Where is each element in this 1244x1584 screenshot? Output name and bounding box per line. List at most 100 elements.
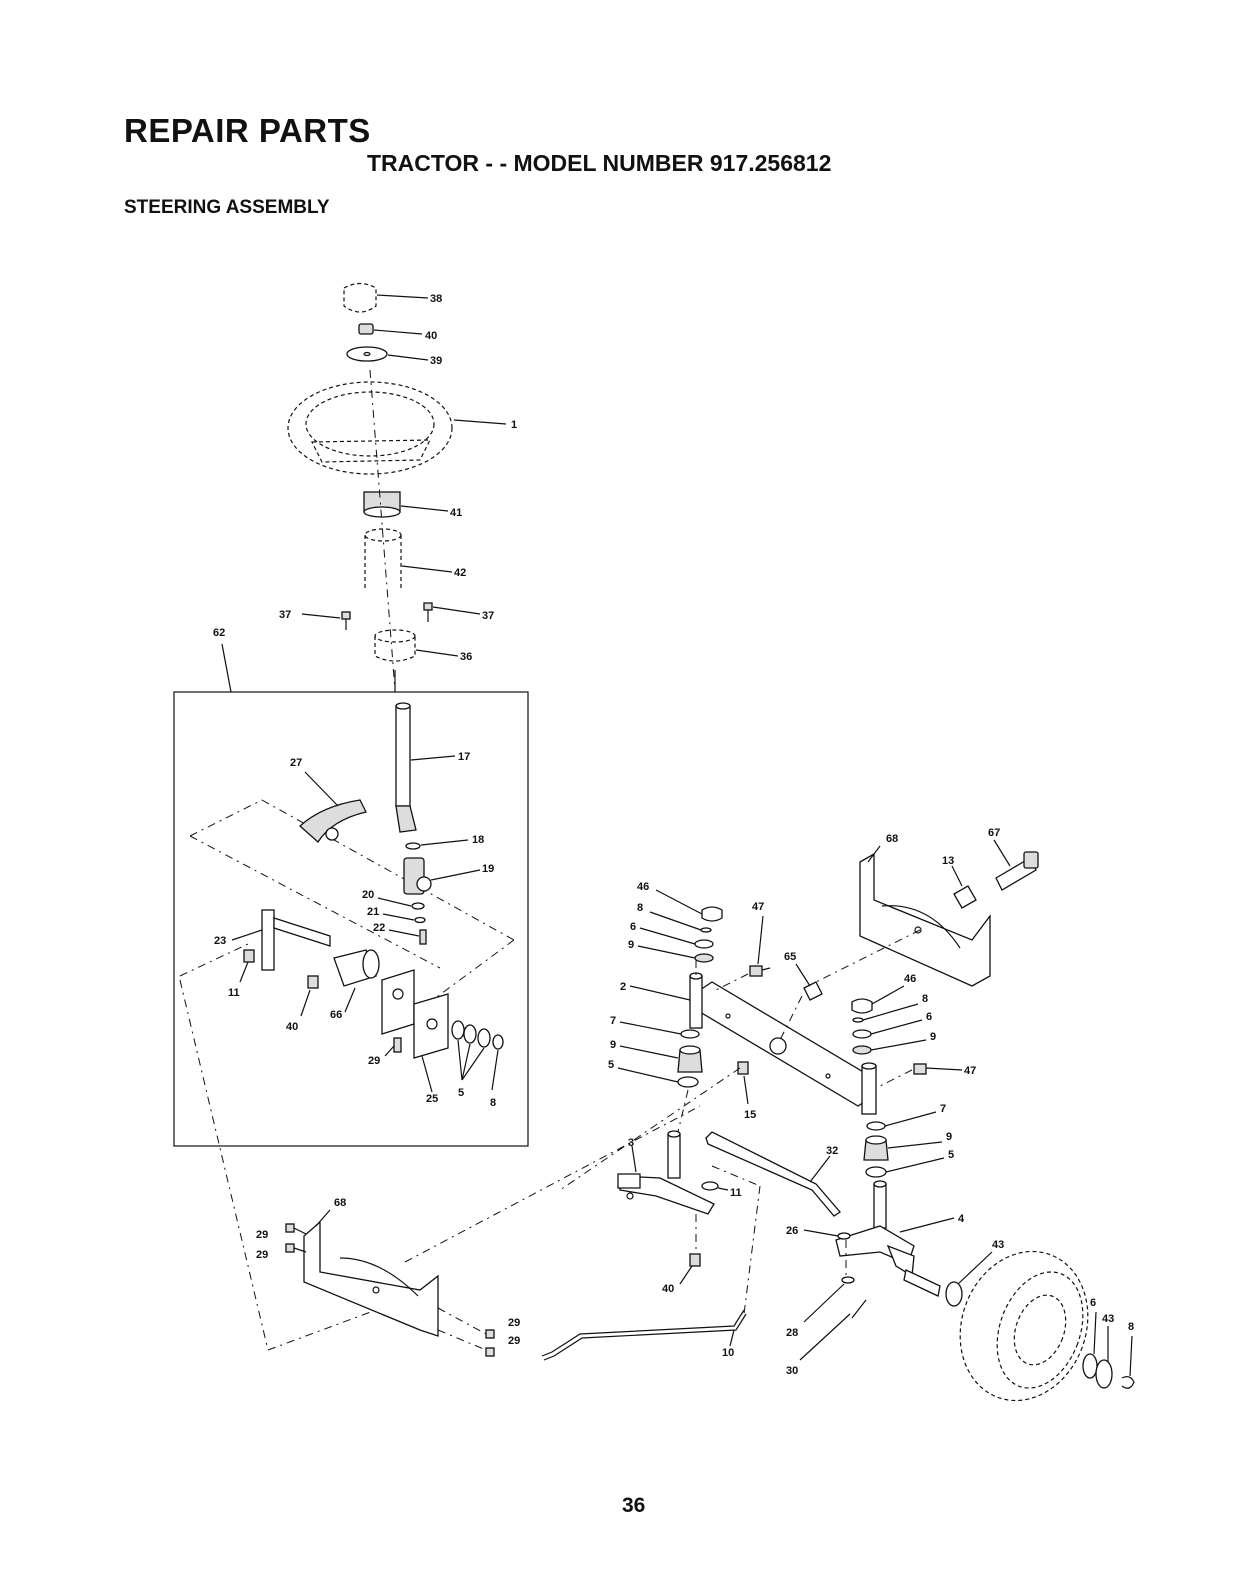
nut-part xyxy=(737,1061,749,1075)
nut-part xyxy=(307,975,319,989)
nut-part xyxy=(243,949,255,963)
callout-8: 8 xyxy=(490,1097,496,1109)
callout-47: 47 xyxy=(964,1065,976,1077)
washer-part xyxy=(405,842,421,850)
washer-part xyxy=(346,346,429,362)
pivot-bar-part xyxy=(231,909,331,971)
lower-bracket-part xyxy=(285,1105,701,1357)
callout-62: 62 xyxy=(213,627,225,639)
callout-47: 47 xyxy=(752,901,764,913)
callout-43: 43 xyxy=(1102,1313,1114,1325)
clip-part xyxy=(492,1034,504,1050)
callout-46: 46 xyxy=(904,973,916,985)
bracket-part xyxy=(381,969,449,1093)
callout-40: 40 xyxy=(425,330,437,342)
callout-13: 13 xyxy=(942,855,954,867)
callout-6: 6 xyxy=(630,921,636,933)
page-number: 36 xyxy=(622,1494,646,1517)
steering-wheel-part xyxy=(287,381,507,475)
callout-29: 29 xyxy=(508,1335,520,1347)
callout-5: 5 xyxy=(948,1149,954,1161)
callout-labels: 38 40 39 1 41 42 37 37 36 62 17 27 18 19… xyxy=(213,293,1134,1377)
spacer-part xyxy=(951,865,977,909)
left-spindle-hardware xyxy=(617,889,723,1141)
model-subtitle: TRACTOR - - MODEL NUMBER 917.256812 xyxy=(367,150,832,176)
callout-22: 22 xyxy=(373,922,385,934)
callout-27: 27 xyxy=(290,757,302,769)
callout-36: 36 xyxy=(460,651,472,663)
washer-part xyxy=(841,1276,855,1284)
adapter-part xyxy=(363,491,449,518)
callout-7: 7 xyxy=(940,1103,946,1115)
callout-25: 25 xyxy=(426,1093,438,1105)
callout-28: 28 xyxy=(786,1327,798,1339)
callout-29: 29 xyxy=(256,1249,268,1261)
bolt-part xyxy=(993,839,1039,891)
callout-8: 8 xyxy=(1128,1321,1134,1333)
callout-10: 10 xyxy=(722,1347,734,1359)
right-spindle-part xyxy=(835,1180,955,1297)
callout-20: 20 xyxy=(362,889,374,901)
callout-9: 9 xyxy=(930,1031,936,1043)
callout-30: 30 xyxy=(786,1365,798,1377)
right-spindle-hardware xyxy=(851,985,945,1178)
callout-29: 29 xyxy=(256,1229,268,1241)
bushing-part xyxy=(333,949,380,1013)
callout-66: 66 xyxy=(330,1009,342,1021)
callout-21: 21 xyxy=(367,906,379,918)
section-title: STEERING ASSEMBLY xyxy=(124,197,330,218)
callout-19: 19 xyxy=(482,863,494,875)
callout-6: 6 xyxy=(926,1011,932,1023)
callout-5: 5 xyxy=(608,1059,614,1071)
washer-part xyxy=(414,916,426,924)
callout-68: 68 xyxy=(886,833,898,845)
callout-40: 40 xyxy=(662,1283,674,1295)
steering-shaft-part xyxy=(395,702,456,833)
pinion-block-part xyxy=(403,857,481,895)
screw-part xyxy=(301,602,481,630)
callout-23: 23 xyxy=(214,935,226,947)
washer-part xyxy=(463,1024,477,1044)
washer-part xyxy=(411,902,425,910)
bolt-part xyxy=(419,929,427,945)
steering-column-parts xyxy=(287,282,507,691)
callout-4: 4 xyxy=(958,1213,965,1225)
callout-6: 6 xyxy=(1090,1297,1096,1309)
callout-46: 46 xyxy=(637,881,649,893)
steering-gear-assembly-box xyxy=(173,643,529,1147)
callout-29: 29 xyxy=(368,1055,380,1067)
callout-37: 37 xyxy=(482,610,494,622)
callout-37: 37 xyxy=(279,609,291,621)
callout-17: 17 xyxy=(458,751,470,763)
callout-65: 65 xyxy=(784,951,796,963)
cap-part xyxy=(343,282,429,313)
sleeve-part xyxy=(364,528,453,590)
callout-40: 40 xyxy=(286,1021,298,1033)
nut-part xyxy=(358,323,423,335)
callout-15: 15 xyxy=(744,1109,756,1121)
callout-42: 42 xyxy=(454,567,466,579)
bushing-part xyxy=(374,629,459,662)
callout-11: 11 xyxy=(228,987,240,999)
screw-part xyxy=(393,1037,402,1053)
drag-link-part xyxy=(541,1309,747,1361)
callout-29: 29 xyxy=(508,1317,520,1329)
nut-part xyxy=(689,1253,701,1267)
upper-bracket-part xyxy=(807,839,1039,987)
callout-26: 26 xyxy=(786,1225,798,1237)
callout-8: 8 xyxy=(637,902,643,914)
washer-part xyxy=(477,1028,491,1048)
washer-part xyxy=(451,1020,465,1040)
front-wheel-part xyxy=(945,1250,1135,1402)
sector-gear-part xyxy=(299,771,367,843)
bushing-part xyxy=(779,963,823,1041)
front-axle-part xyxy=(629,972,877,1115)
callout-9: 9 xyxy=(628,939,634,951)
callout-8: 8 xyxy=(922,993,928,1005)
callout-67: 67 xyxy=(988,827,1000,839)
callout-1: 1 xyxy=(511,419,517,431)
callout-32: 32 xyxy=(826,1145,838,1157)
washer-part xyxy=(837,1232,851,1240)
callout-38: 38 xyxy=(430,293,442,305)
